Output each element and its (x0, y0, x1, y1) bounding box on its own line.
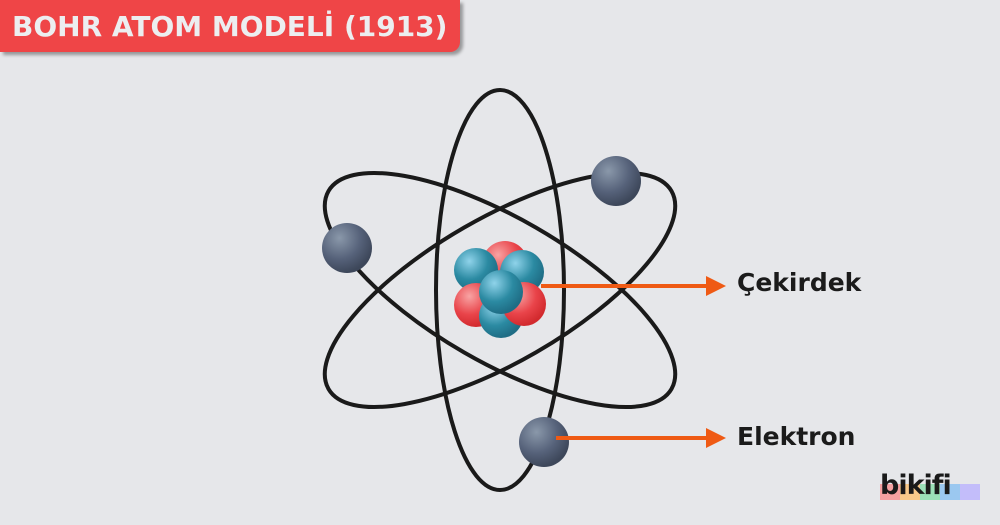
electron-label: Elektron (737, 422, 856, 451)
logo-color-bar (880, 484, 980, 500)
neutron (479, 270, 523, 314)
arrowhead-icon (706, 428, 726, 448)
orbit-tilted-2 (322, 171, 678, 409)
arrowhead-icon (706, 276, 726, 296)
nucleus (454, 241, 546, 338)
orbit-vertical (434, 88, 566, 492)
page-title: BOHR ATOM MODELİ (1913) (0, 0, 460, 52)
electron (519, 417, 569, 467)
electron (322, 223, 372, 273)
orbit-tilted-1 (322, 171, 678, 409)
nucleus-label: Çekirdek (737, 268, 862, 297)
bikifi-logo: bikifi (880, 470, 952, 501)
electron (591, 156, 641, 206)
